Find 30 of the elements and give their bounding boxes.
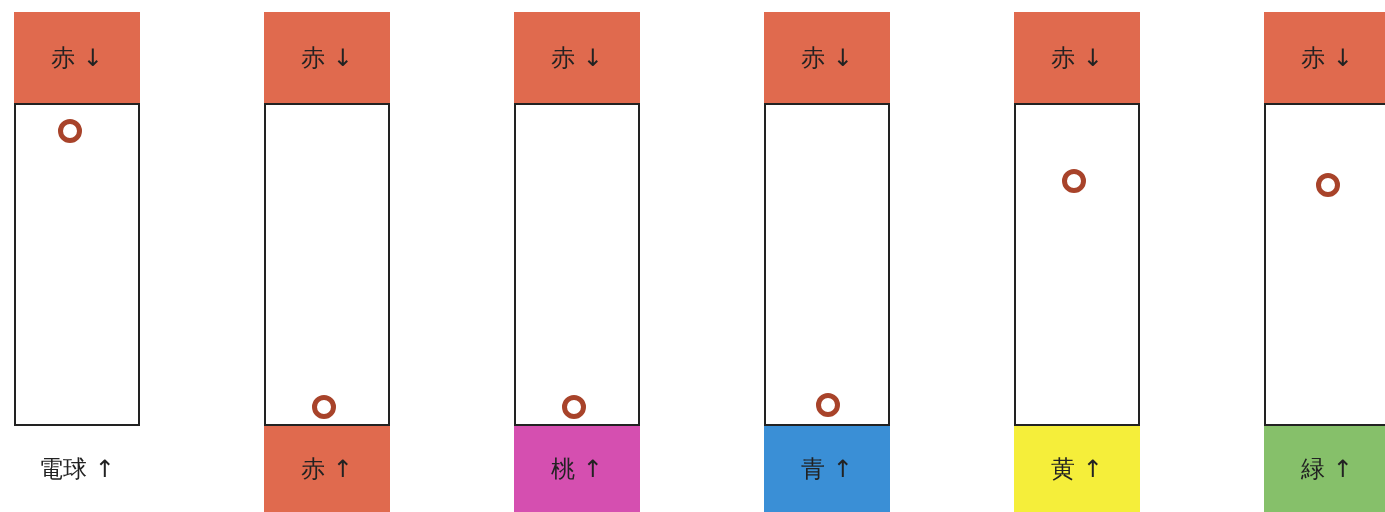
color-name-label: 青 ↑ [800,454,854,485]
color-name-label: 赤 ↓ [1300,42,1354,74]
light-label-panel [1264,12,1385,103]
color-name-label: 赤 ↑ [300,454,354,485]
color-name-label: 赤 ↓ [1050,42,1104,74]
light-label-panel [264,12,390,103]
light-label-panel [1014,12,1140,103]
tube-outline [14,103,140,426]
light-label-panel [514,426,640,512]
light-label-panel [1014,426,1140,512]
bulb-label: 電球 ↑ [14,426,140,512]
color-name-label: 赤 ↓ [300,42,354,74]
light-label-panel [764,12,890,103]
mark-circle [312,395,336,419]
color-name-label: 赤 ↓ [50,42,104,74]
color-name-label: 赤 ↓ [550,42,604,74]
mark-circle [816,393,840,417]
color-name-label: 桃 ↑ [550,454,604,485]
color-name-label: 黄 ↑ [1050,454,1104,485]
mark-circle [562,395,586,419]
mark-circle [1062,169,1086,193]
light-label-panel [764,426,890,512]
mark-circle [58,119,82,143]
light-label-panel [264,426,390,512]
light-label-panel [514,12,640,103]
light-label-panel [1264,426,1385,512]
color-name-label: 赤 ↓ [800,42,854,74]
light-label-panel [14,12,140,103]
mark-circle [1316,173,1340,197]
color-name-label: 緑 ↑ [1300,454,1354,485]
